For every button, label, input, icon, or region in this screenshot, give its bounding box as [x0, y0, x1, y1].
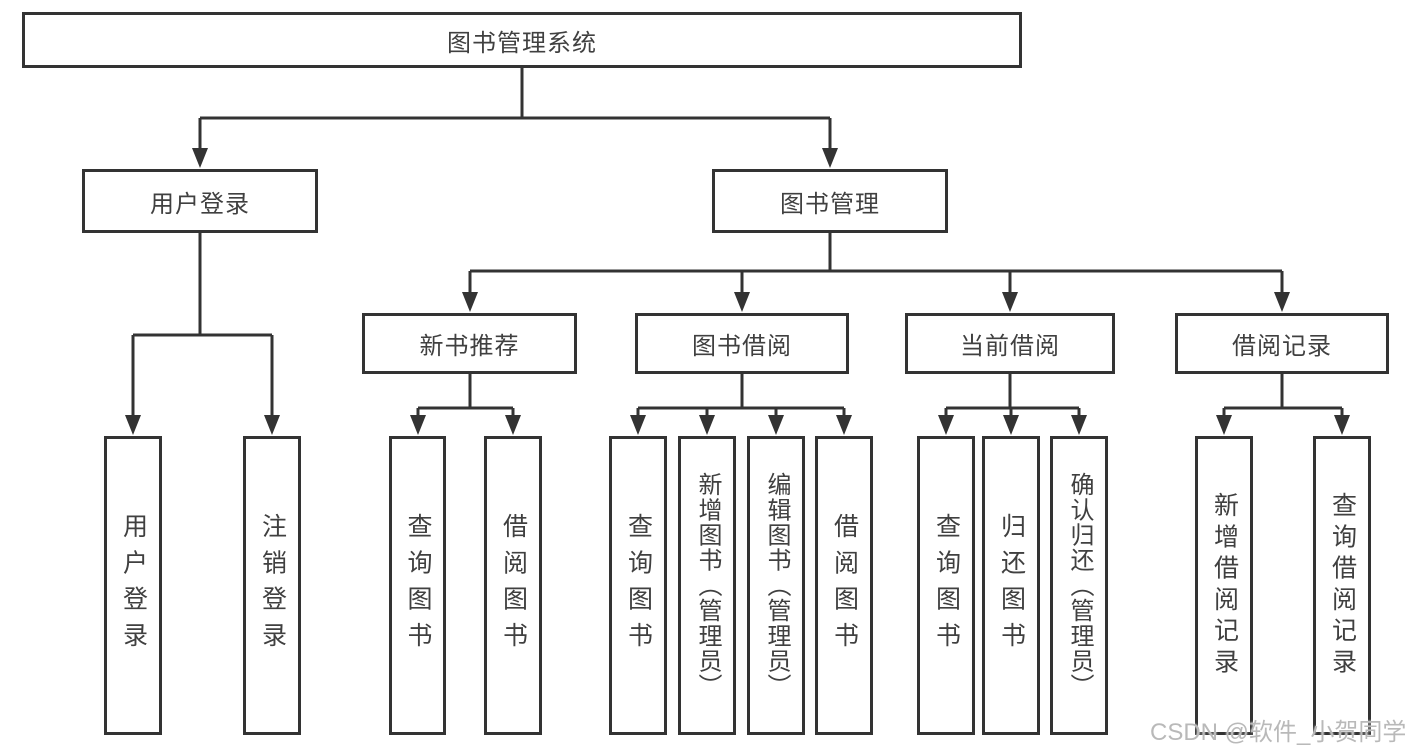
leaf-add-borrow-record: 新增借阅记录 [1195, 436, 1253, 735]
leaf-label: 确认归还（管理员） [1066, 472, 1093, 699]
leaf-logout: 注销登录 [243, 436, 301, 735]
leaf-label: 借阅图书 [499, 513, 528, 658]
node-library-management-system: 图书管理系统 [22, 12, 1022, 68]
csdn-watermark: CSDN @软件_小贺同学 [1150, 719, 1405, 746]
leaf-label: 用户登录 [119, 513, 148, 658]
node-borrowing-records: 借阅记录 [1175, 313, 1389, 374]
leaf-edit-book-admin: 编辑图书（管理员） [747, 436, 805, 735]
node-label: 图书借阅 [692, 333, 792, 360]
leaf-borrow-books-2: 借阅图书 [815, 436, 873, 735]
node-label: 新书推荐 [419, 333, 520, 360]
node-book-borrowing: 图书借阅 [635, 313, 849, 374]
leaf-label: 注销登录 [258, 513, 287, 658]
leaf-label: 编辑图书（管理员） [763, 472, 790, 699]
leaf-user-login: 用户登录 [104, 436, 162, 735]
leaf-add-book-admin: 新增图书（管理员） [678, 436, 736, 735]
node-user-login: 用户登录 [82, 169, 318, 233]
leaf-query-borrow-record: 查询借阅记录 [1313, 436, 1371, 735]
node-label: 借阅记录 [1232, 333, 1332, 360]
leaf-label: 借阅图书 [830, 513, 859, 658]
leaf-query-books-1: 查询图书 [389, 436, 446, 735]
node-current-borrowing: 当前借阅 [905, 313, 1115, 374]
node-book-management: 图书管理 [712, 169, 948, 233]
leaf-query-books-3: 查询图书 [917, 436, 975, 735]
node-label: 图书管理系统 [447, 29, 597, 57]
leaf-borrow-books-1: 借阅图书 [484, 436, 542, 735]
leaf-label: 查询图书 [932, 513, 961, 658]
leaf-return-book: 归还图书 [982, 436, 1040, 735]
leaf-label: 查询图书 [404, 513, 432, 658]
node-label: 当前借阅 [960, 333, 1060, 360]
leaf-confirm-return-admin: 确认归还（管理员） [1050, 436, 1108, 735]
leaf-label: 归还图书 [997, 513, 1026, 658]
leaf-label: 查询图书 [624, 513, 653, 658]
node-label: 用户登录 [150, 190, 250, 218]
leaf-label: 新增图书（管理员） [694, 472, 721, 699]
node-new-book-recommend: 新书推荐 [362, 313, 577, 374]
leaf-label: 查询借阅记录 [1328, 491, 1357, 680]
node-label: 图书管理 [780, 190, 880, 218]
leaf-label: 新增借阅记录 [1210, 491, 1239, 680]
leaf-query-books-2: 查询图书 [609, 436, 667, 735]
